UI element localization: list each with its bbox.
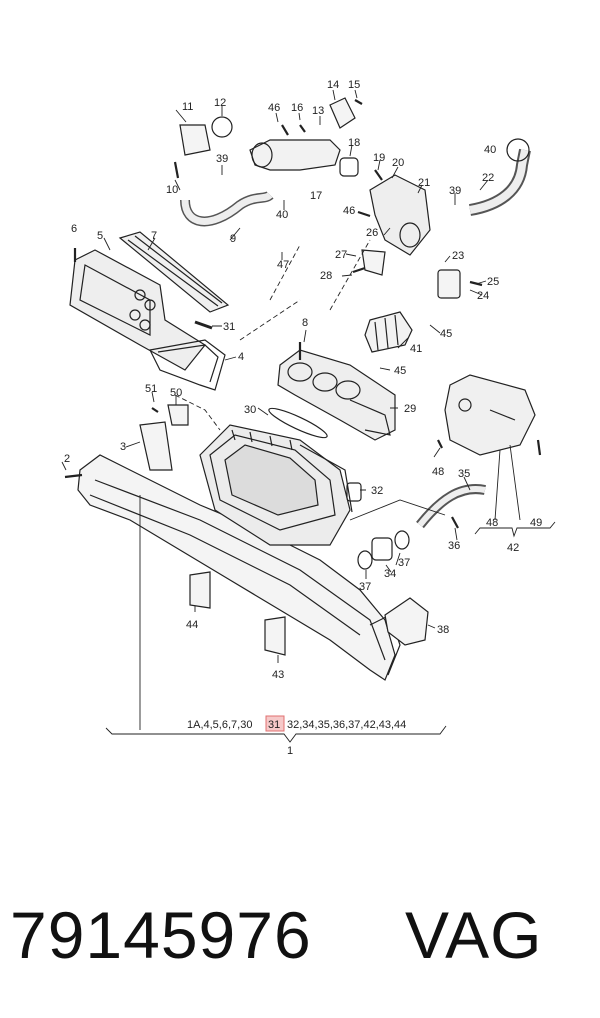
part-label-5: 5: [97, 230, 103, 242]
part-label-45b: 45: [394, 365, 406, 377]
part-label-32: 32: [371, 485, 383, 497]
part-label-26: 26: [366, 227, 378, 239]
grommet-34: [371, 537, 393, 561]
part-label-37b: 37: [359, 581, 371, 593]
part-label-19: 19: [373, 152, 385, 164]
caption: 79145976 VAG: [10, 880, 590, 990]
part-label-14: 14: [327, 79, 339, 91]
hose-end-38: [384, 597, 429, 646]
sub-legend-49: 49: [530, 517, 542, 529]
legend-after: 32,34,35,36,37,42,43,44: [287, 719, 406, 731]
intake-pipe-upper: [249, 139, 341, 171]
sub-legend-48: 48: [486, 517, 498, 529]
sensor-24: [437, 269, 461, 299]
part-label-36: 36: [448, 540, 460, 552]
clip-50: [167, 404, 189, 426]
part-label-8: 8: [302, 317, 308, 329]
part-label-25: 25: [487, 276, 499, 288]
part-label-21: 21: [418, 177, 430, 189]
part-label-18: 18: [348, 137, 360, 149]
grommet-12: [211, 116, 233, 138]
legend-highlighted: 31: [268, 719, 280, 731]
sub-legend-42: 42: [507, 542, 519, 554]
part-label-24: 24: [477, 290, 489, 302]
part-label-22: 22: [482, 172, 494, 184]
part-label-40b: 40: [484, 144, 496, 156]
part-label-46: 46: [268, 102, 280, 114]
part-label-43: 43: [272, 669, 284, 681]
part-label-29: 29: [404, 403, 416, 415]
part-label-30: 30: [244, 404, 256, 416]
part-label-46b: 46: [343, 205, 355, 217]
sub-legend: 48 49 42: [474, 517, 556, 554]
brand-name: VAG: [405, 898, 543, 972]
part-label-13: 13: [312, 105, 324, 117]
part-label-39b: 39: [449, 185, 461, 197]
part-label-23: 23: [452, 250, 464, 262]
part-label-11: 11: [182, 101, 193, 113]
cap-40: [506, 138, 530, 162]
clamp-18: [339, 157, 359, 177]
seal-frame: [149, 339, 226, 391]
part-label-51: 51: [145, 383, 157, 395]
legend-before: 1A,4,5,6,7,30: [187, 719, 252, 731]
bracket-43: [264, 616, 286, 656]
part-label-20: 20: [392, 157, 404, 169]
exploded-parts-diagram: 11 12 46 16 13 14 15 39 10 40 9 17 18 19…: [61, 79, 556, 757]
part-label-41: 41: [410, 343, 422, 355]
part-label-37a: 37: [398, 557, 410, 569]
assembly-legend: 1A,4,5,6,7,30 31 32,34,35,36,37,42,43,44…: [105, 715, 447, 757]
highlight-box: [265, 715, 285, 732]
bracket-44: [189, 571, 211, 609]
throttle-body: [277, 349, 396, 441]
ring-37b: [394, 530, 410, 550]
part-label-27: 27: [335, 249, 347, 261]
part-label-3: 3: [120, 441, 126, 453]
part-label-45a: 45: [440, 328, 452, 340]
valve-assembly: [369, 174, 431, 256]
part-label-48a: 48: [432, 466, 444, 478]
part-label-50: 50: [170, 387, 182, 399]
part-label-28: 28: [320, 270, 332, 282]
bracket-3: [139, 421, 173, 471]
part-label-10: 10: [166, 184, 178, 196]
part-label-31: 31: [223, 321, 235, 333]
intake-duct: [77, 454, 396, 681]
part-label-34: 34: [384, 568, 396, 580]
filter-panel: [118, 231, 230, 313]
part-label-4: 4: [238, 351, 244, 363]
diagram-drawing: [61, 89, 542, 730]
part-number: 79145976: [10, 898, 312, 972]
part-label-38: 38: [437, 624, 449, 636]
seal-30: [268, 407, 328, 439]
part-label-12: 12: [214, 97, 226, 109]
screw-31: [194, 320, 213, 330]
ring-37a: [357, 550, 373, 570]
part-label-47: 47: [277, 259, 289, 271]
bracket-27: [361, 249, 386, 276]
reservoir-tank: [444, 374, 536, 456]
part-label-44: 44: [186, 619, 198, 631]
sensor-14: [329, 97, 356, 129]
part-label-39: 39: [216, 153, 228, 165]
part-label-35: 35: [458, 468, 470, 480]
legend-total: 1: [287, 745, 293, 757]
cap-32: [346, 482, 362, 502]
part-label-15: 15: [348, 79, 360, 91]
part-labels: 11 12 46 16 13 14 15 39 10 40 9 17 18 19…: [64, 79, 499, 681]
part-label-40: 40: [276, 209, 288, 221]
part-label-7: 7: [151, 230, 157, 242]
part-label-9: 9: [230, 233, 236, 245]
part-label-2: 2: [64, 453, 70, 465]
hose-connector: [364, 311, 413, 353]
part-label-6: 6: [71, 223, 77, 235]
part-label-16: 16: [291, 102, 303, 114]
bracket-11: [179, 124, 211, 156]
part-label-17: 17: [310, 190, 322, 202]
